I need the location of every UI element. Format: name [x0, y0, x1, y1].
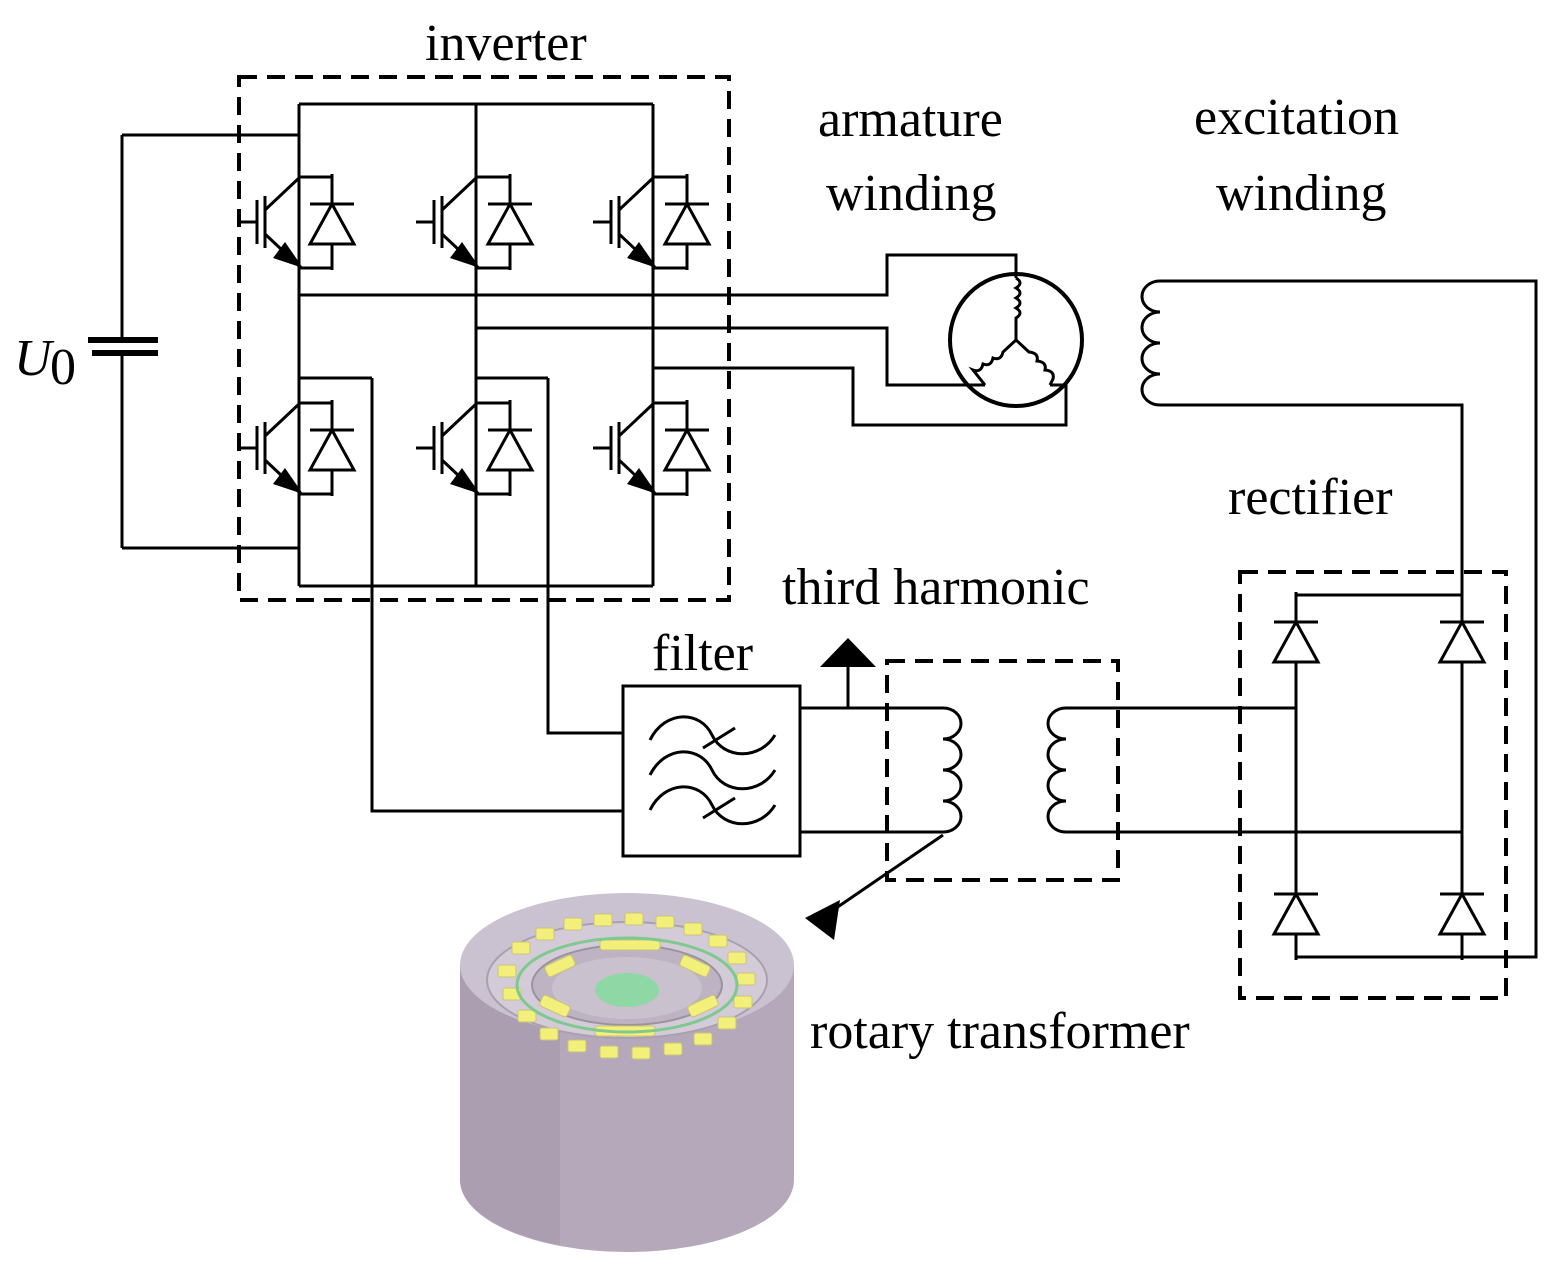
igbt-switch-icon [591, 176, 659, 270]
filter-label: filter [652, 625, 753, 682]
excitation-winding-label-line2: winding [1216, 165, 1386, 222]
igbt-switch-icon [414, 402, 482, 496]
excitation-coil [1140, 279, 1538, 959]
third-harmonic-label: third harmonic [782, 559, 1090, 616]
inverter-bridge [237, 102, 711, 588]
pointer-arrow-icon [805, 833, 944, 940]
inverter-box [237, 75, 731, 602]
diode-icon [653, 172, 711, 272]
diode-icon [476, 398, 534, 498]
igbt-switch-icon [237, 176, 305, 270]
igbt-switch-icon [414, 176, 482, 270]
rectifier-box [1238, 570, 1508, 1000]
rotary-transformer-windings [800, 706, 1462, 834]
filter-block [299, 376, 802, 858]
rectifier-label: rectifier [1228, 469, 1393, 526]
rotary-transformer-box [885, 659, 1120, 882]
rotary-transformer-3d-model [460, 893, 794, 1252]
diode-icon [653, 398, 711, 498]
diode-icon [299, 398, 356, 498]
armature-winding-label-line1: armature [818, 91, 1003, 148]
diode-icon [299, 172, 356, 272]
source-voltage-symbol: U [14, 330, 55, 387]
three-phase-star-winding-icon [948, 272, 1084, 408]
third-harmonic-arrow-icon [820, 638, 876, 708]
diode-icon [1438, 590, 1486, 690]
diode-icon [476, 172, 534, 272]
filter-sine-waves-icon [648, 715, 777, 826]
inductor-coil-icon [1140, 279, 1161, 407]
diode-icon [1438, 862, 1486, 962]
diode-icon [1272, 862, 1320, 962]
excitation-winding-label-line1: excitation [1194, 89, 1399, 146]
dc-source-icon [88, 133, 299, 550]
inductor-coil-icon [1046, 706, 1067, 834]
igbt-switch-icon [591, 402, 659, 496]
armature-winding-label-line2: winding [826, 165, 996, 222]
inverter-label: inverter [425, 15, 587, 72]
igbt-switch-icon [237, 402, 305, 496]
source-voltage-subscript: 0 [50, 339, 76, 396]
inductor-coil-icon [942, 706, 963, 834]
rectifier-bridge [1272, 590, 1486, 962]
diode-icon [1272, 590, 1320, 690]
rotary-transformer-label: rotary transformer [810, 1003, 1190, 1060]
